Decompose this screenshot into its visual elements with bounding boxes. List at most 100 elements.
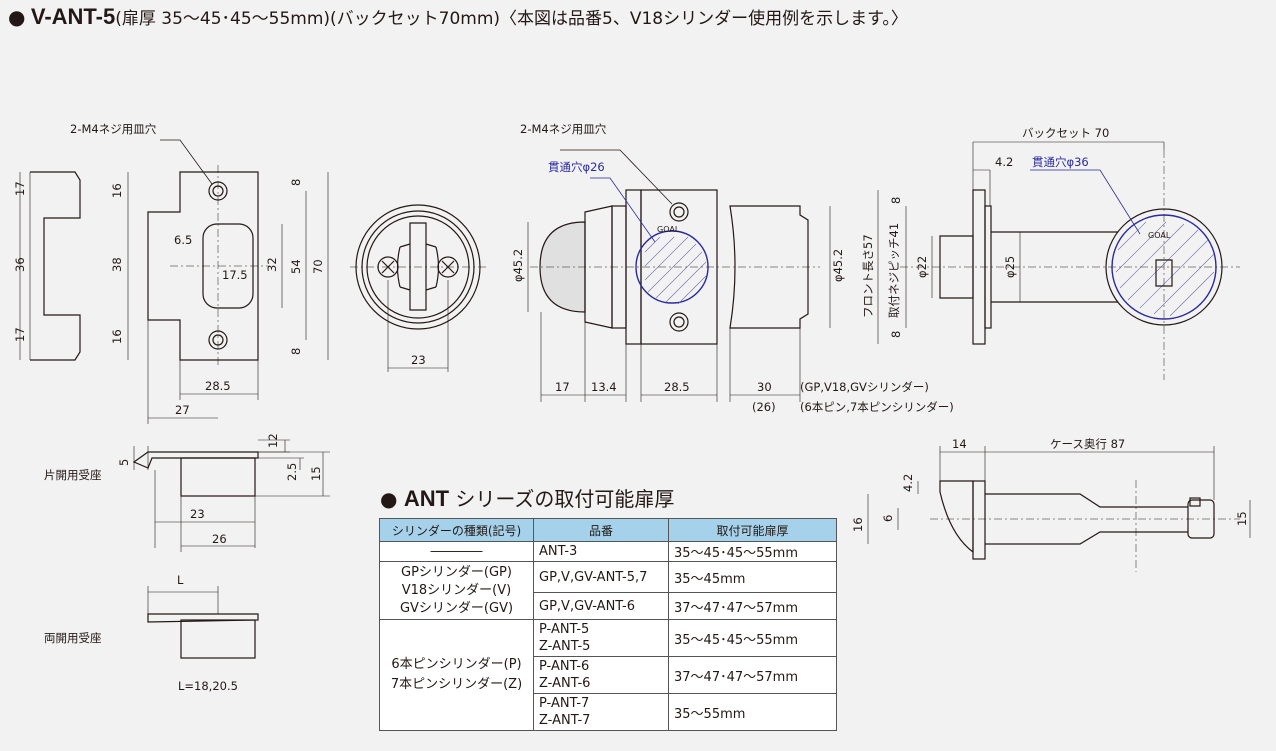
bullet-icon: ● — [8, 5, 26, 29]
dim-label: φ22 — [915, 256, 929, 278]
dim-label: 36 — [13, 257, 27, 272]
dim-label: 8 — [889, 197, 903, 204]
model-spec: (扉厚 35～45･45～55mm)(バックセット70mm)〈本図は品番5、V1… — [115, 9, 908, 29]
cell-cylinder: 6本ピンシリンダー(P) 7本ピンシリンダー(Z) — [379, 619, 534, 731]
cell-thickness: 35～45･45～55mm — [668, 619, 837, 657]
cell-thickness: 37～47･47～57mm — [668, 656, 837, 694]
dim-label: 15 — [1235, 511, 1249, 526]
series-name: ANT — [403, 486, 450, 511]
dim-label: 8 — [289, 179, 303, 186]
table-row: P-ANT-7 Z-ANT-7 35～55mm — [380, 693, 837, 731]
screw-pitch-label: 取付ネジピッチ41 — [887, 223, 901, 318]
countersink-note: 2-M4ネジ用皿穴 — [520, 122, 607, 136]
countersink-note: 2-M4ネジ用皿穴 — [70, 122, 157, 136]
cylinder-note: (6本ピン,7本ピンシリンダー) — [800, 400, 954, 414]
col-header-thickness: 取付可能扉厚 — [668, 518, 837, 542]
dim-label: 54 — [289, 259, 303, 274]
dim-label: 13.4 — [591, 380, 617, 394]
dim-label: 4.2 — [901, 474, 915, 492]
table-row: 6本ピンシリンダー(P) 7本ピンシリンダー(Z) P-ANT-5 Z-ANT-… — [379, 619, 837, 731]
door-thickness-table: シリンダーの種類(記号) 品番 取付可能扉厚 ―――― ANT-3 35～45･… — [379, 518, 837, 731]
cylinder-type: V18シリンダー(V) — [401, 582, 512, 598]
model-number: Z-ANT-7 — [539, 713, 591, 728]
table-row: P-ANT-6 Z-ANT-6 37～47･47～57mm — [380, 656, 837, 694]
cylinder-type: 6本ピンシリンダー(P) — [391, 657, 522, 672]
cylinder-type: 7本ピンシリンダー(Z) — [390, 677, 523, 692]
dim-label: 8 — [889, 331, 903, 338]
cell-model: P-ANT-6 Z-ANT-6 — [533, 656, 669, 694]
dim-label: φ45.2 — [831, 249, 845, 282]
model-number: P-ANT-7 — [539, 696, 590, 711]
dim-label: 2.5 — [285, 463, 299, 481]
brand-mark: GOAL — [657, 225, 680, 234]
dim-label: 23 — [411, 353, 426, 367]
cell-model: P-ANT-7 Z-ANT-7 — [533, 693, 669, 731]
model-number: V-ANT-5 — [30, 4, 116, 29]
dim-label: 16 — [851, 517, 865, 532]
dim-label: 28.5 — [205, 379, 231, 393]
dim-label: 17.5 — [222, 268, 248, 282]
dim-label: 23 — [190, 507, 205, 521]
dim-label: 14 — [952, 437, 967, 451]
dim-label: 15 — [309, 466, 323, 481]
cell-model: GP,V,GV-ANT-6 — [533, 592, 669, 620]
strike-plate-drawing: 2-M4ネジ用皿穴 17 36 17 16 38 16 6.5 17.5 32 … — [13, 122, 329, 424]
dim-label: 5 — [117, 459, 131, 466]
cell-thickness: 35～45mm — [668, 561, 837, 593]
double-receiver-drawing: L 両開用受座 L=18,20.5 — [44, 573, 259, 693]
table-header-row: シリンダーの種類(記号) 品番 取付可能扉厚 — [379, 518, 837, 542]
screw-hole-icon — [669, 202, 689, 222]
backset-label: バックセット 70 — [1022, 126, 1109, 140]
dim-label: 6.5 — [174, 233, 192, 247]
thumb-turn-drawing: 23 — [350, 204, 486, 372]
strike-side-view — [30, 171, 81, 361]
dim-label: 38 — [110, 257, 124, 272]
col-header-cylinder: シリンダーの種類(記号) — [379, 518, 534, 542]
l-note: L=18,20.5 — [178, 679, 238, 693]
dim-label: 30 — [757, 380, 772, 394]
dim-label: 16 — [110, 183, 124, 198]
cylinder-type: GPシリンダー(GP) — [401, 564, 512, 580]
col-header-model: 品番 — [533, 518, 669, 542]
cell-thickness: 35～45･45～55mm — [668, 541, 837, 562]
case-depth-label: ケース奥行 87 — [1050, 437, 1125, 451]
table-title-text: シリーズの取付可能扉厚 — [449, 487, 675, 511]
strike-front-plate — [147, 171, 259, 361]
cell-cylinder: GPシリンダー(GP) V18シリンダー(V) GVシリンダー(GV) — [379, 561, 534, 620]
lock-side-drawing: 2-M4ネジ用皿穴 貫通穴φ26 GOAL φ45.2 φ45.2 17 13.… — [511, 122, 954, 414]
dim-label: L — [177, 573, 184, 587]
bullet-icon: ● — [380, 487, 398, 511]
latch-case-drawing: 14 ケース奥行 87 4.2 6 16 15 — [851, 437, 1251, 572]
dim-label: φ25 — [1003, 256, 1017, 278]
dim-label: 32 — [265, 257, 279, 272]
dim-label: 17 — [13, 181, 27, 196]
table-row: GP,V,GV-ANT-6 37～47･47～57mm — [380, 592, 837, 620]
table-row: ―――― ANT-3 35～45･45～55mm — [379, 541, 837, 562]
dim-label: 8 — [289, 348, 303, 355]
single-receiver-drawing: 片開用受座 5 12 2.5 15 23 26 — [44, 433, 330, 552]
cylinder-note: (GP,V18,GVシリンダー) — [800, 380, 929, 394]
dim-label: φ45.2 — [511, 249, 525, 282]
dim-label: 17 — [555, 380, 570, 394]
single-receiver-label: 片開用受座 — [44, 468, 102, 482]
brand-mark: GOAL — [1148, 231, 1171, 240]
dim-label: 70 — [311, 259, 325, 274]
double-receiver-label: 両開用受座 — [44, 631, 102, 645]
through-hole-label: 貫通穴φ36 — [1032, 155, 1089, 169]
dim-label: 4.2 — [995, 155, 1013, 169]
dim-label: 28.5 — [664, 380, 690, 394]
front-length-label: フロント長さ57 — [861, 234, 875, 318]
model-number: P-ANT-5 — [539, 622, 590, 637]
model-number: Z-ANT-5 — [539, 639, 591, 654]
dim-label: 27 — [175, 403, 190, 417]
dim-label: 17 — [13, 327, 27, 342]
dim-label: 12 — [266, 433, 280, 448]
through-hole-label: 貫通穴φ26 — [548, 160, 605, 174]
dim-label: 16 — [110, 329, 124, 344]
table-title: ● ANT シリーズの取付可能扉厚 — [380, 483, 674, 512]
dim-label: (26) — [752, 400, 776, 414]
cell-model: ANT-3 — [533, 541, 669, 562]
model-number: Z-ANT-6 — [539, 676, 591, 691]
cell-cylinder: ―――― — [379, 541, 534, 562]
